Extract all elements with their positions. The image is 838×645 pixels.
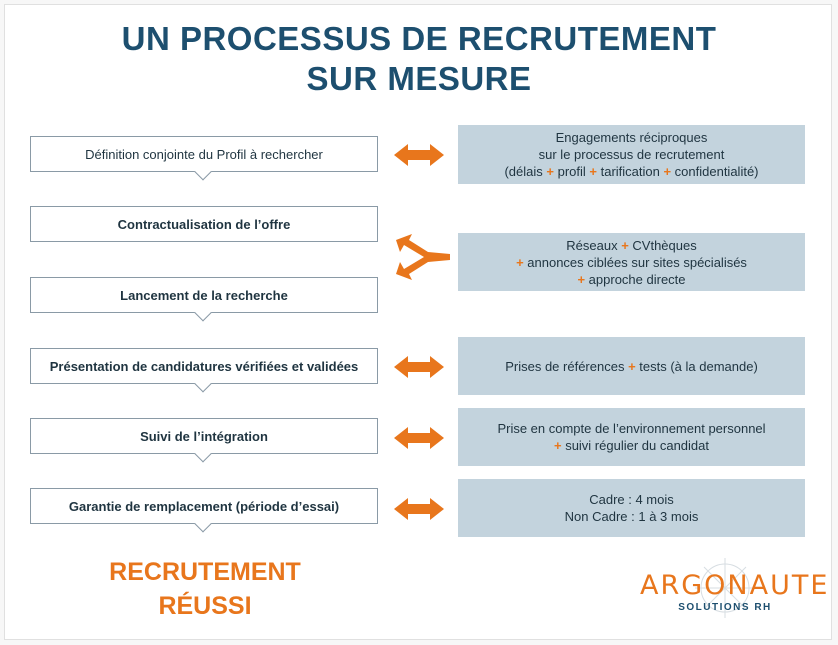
- compass-rose-icon: [695, 558, 755, 618]
- outcome-line-2: RÉUSSI: [158, 592, 252, 620]
- detail-text: Prises de références: [505, 358, 629, 374]
- detail-text: confidentialité): [671, 164, 759, 179]
- double-arrow-icon: [394, 427, 444, 449]
- detail-environnement: Prise en compte de l’environnement perso…: [458, 408, 805, 466]
- plus-sign: +: [663, 164, 672, 179]
- detail-text: (délais: [504, 164, 547, 179]
- double-arrow-icon: [394, 144, 444, 166]
- detail-text: Réseaux: [566, 237, 622, 253]
- plus-sign: +: [553, 438, 562, 453]
- step-suivi-integration: Suivi de l’intégration: [30, 418, 378, 463]
- detail-references: Prises de références + tests (à la deman…: [458, 337, 805, 395]
- step-presentation-candidatures: Présentation de candidatures vérifiées e…: [30, 348, 378, 393]
- plus-sign: +: [577, 271, 586, 287]
- forked-arrow-icon: [396, 234, 450, 280]
- plus-sign: +: [621, 237, 629, 253]
- detail-line: sur le processus de recrutement: [538, 147, 725, 162]
- detail-engagements: Engagements réciproques sur le processus…: [458, 125, 805, 184]
- detail-text: tarification: [596, 164, 664, 179]
- plus-sign: +: [546, 164, 554, 179]
- plus-sign: +: [516, 254, 524, 270]
- detail-line: Non Cadre : 1 à 3 mois: [564, 509, 699, 524]
- step-definition-profil: Définition conjointe du Profil à recherc…: [30, 136, 378, 181]
- detail-text: profil: [553, 164, 590, 179]
- argonaute-logo: ARGONAUTE SOLUTIONS RH: [640, 556, 830, 626]
- detail-line: Réseaux + CVthèques: [566, 237, 696, 254]
- detail-line: + approche directe: [577, 271, 685, 288]
- detail-line: Prise en compte de l’environnement perso…: [497, 421, 766, 436]
- double-arrow-icon: [394, 498, 444, 520]
- step-label: Lancement de la recherche: [120, 287, 288, 303]
- page-title-line-1: UN PROCESSUS DE RECRUTEMENT: [121, 20, 717, 57]
- step-lancement-recherche: Lancement de la recherche: [30, 277, 378, 322]
- detail-text: CVthèques: [628, 237, 697, 253]
- detail-line: Prises de références + tests (à la deman…: [505, 358, 758, 375]
- detail-line: Cadre : 4 mois: [589, 492, 674, 507]
- page-card: [4, 4, 832, 640]
- step-label: Présentation de candidatures vérifiées e…: [49, 358, 359, 374]
- detail-garantie: Cadre : 4 mois Non Cadre : 1 à 3 mois: [458, 479, 805, 537]
- detail-text: approche directe: [585, 271, 686, 287]
- step-label: Définition conjointe du Profil à recherc…: [85, 146, 323, 162]
- outcome-line-1: RECRUTEMENT: [109, 558, 301, 586]
- detail-text: annonces ciblées sur sites spécialisés: [523, 254, 747, 270]
- detail-line: + suivi régulier du candidat: [554, 437, 709, 454]
- plus-sign: +: [628, 358, 636, 374]
- double-arrow-icon: [394, 356, 444, 378]
- step-label: Garantie de remplacement (période d’essa…: [68, 498, 340, 514]
- brand-name: ARGONAUTE: [640, 570, 830, 601]
- detail-reseaux: Réseaux + CVthèques + annonces ciblées s…: [458, 233, 805, 291]
- step-garantie-remplacement: Garantie de remplacement (période d’essa…: [30, 488, 378, 533]
- detail-line: + annonces ciblées sur sites spécialisés: [516, 254, 747, 271]
- plus-sign: +: [589, 164, 597, 179]
- step-contractualisation: Contractualisation de l’offre: [30, 206, 378, 242]
- detail-text: tests (à la demande): [635, 358, 758, 374]
- detail-text: suivi régulier du candidat: [561, 438, 709, 453]
- step-label: Contractualisation de l’offre: [117, 216, 291, 232]
- page-title-line-2: SUR MESURE: [306, 60, 532, 97]
- brand-tagline: SOLUTIONS RH: [678, 602, 772, 613]
- detail-line: (délais + profil + tarification + confid…: [504, 163, 758, 180]
- step-label: Suivi de l’intégration: [140, 428, 268, 444]
- detail-line: Engagements réciproques: [555, 130, 708, 145]
